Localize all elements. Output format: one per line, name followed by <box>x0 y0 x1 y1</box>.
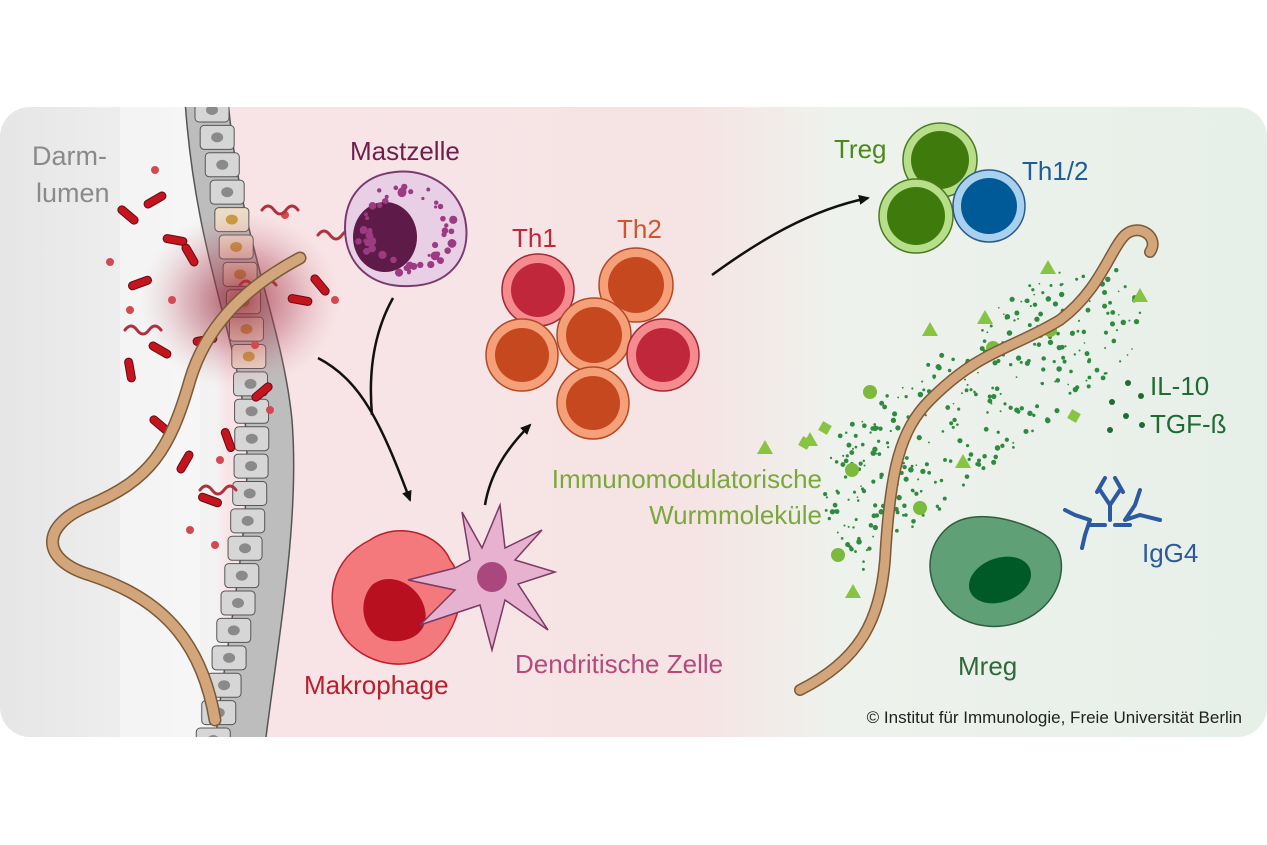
label-mastzelle: Mastzelle <box>350 136 460 166</box>
label-th1: Th1 <box>512 223 557 253</box>
dendritic-cell <box>407 502 558 653</box>
arrow-th-to-treg <box>711 194 870 277</box>
worm-molecule-cloud <box>757 260 1148 598</box>
label-tgfb: TGF-ß <box>1150 409 1227 439</box>
label-lumen-1: Darm- <box>32 141 107 171</box>
arrow-dc-to-th <box>483 423 532 506</box>
arrow-mast-to-makrophage <box>369 297 395 416</box>
label-immuno-2: Wurmmoleküle <box>649 500 822 530</box>
th-cell-cluster <box>485 247 700 440</box>
bacteria-group <box>106 166 356 549</box>
label-mreg: Mreg <box>958 651 1017 681</box>
label-immuno-1: Immunomodulatorische <box>552 464 822 494</box>
label-dendritische: Dendritische Zelle <box>515 649 723 679</box>
copyright-notice: © Institut für Immunologie, Freie Univer… <box>867 708 1242 727</box>
makrophage-cell <box>331 530 462 665</box>
label-makrophage: Makrophage <box>304 670 449 700</box>
arrow-lumen-to-makrophage <box>317 356 412 502</box>
label-th12: Th1/2 <box>1022 156 1089 186</box>
worm-right-body <box>795 225 1157 695</box>
mast-cell <box>343 170 468 288</box>
label-th2: Th2 <box>617 214 662 244</box>
label-il10: IL-10 <box>1150 371 1209 401</box>
treg-cluster <box>878 122 1026 254</box>
igg4-antibodies <box>1063 476 1162 550</box>
label-treg: Treg <box>834 134 887 164</box>
label-lumen-2: lumen <box>36 178 110 208</box>
mreg-cell <box>929 515 1063 628</box>
label-igg4: IgG4 <box>1142 538 1198 568</box>
worm-left-body <box>47 253 305 725</box>
